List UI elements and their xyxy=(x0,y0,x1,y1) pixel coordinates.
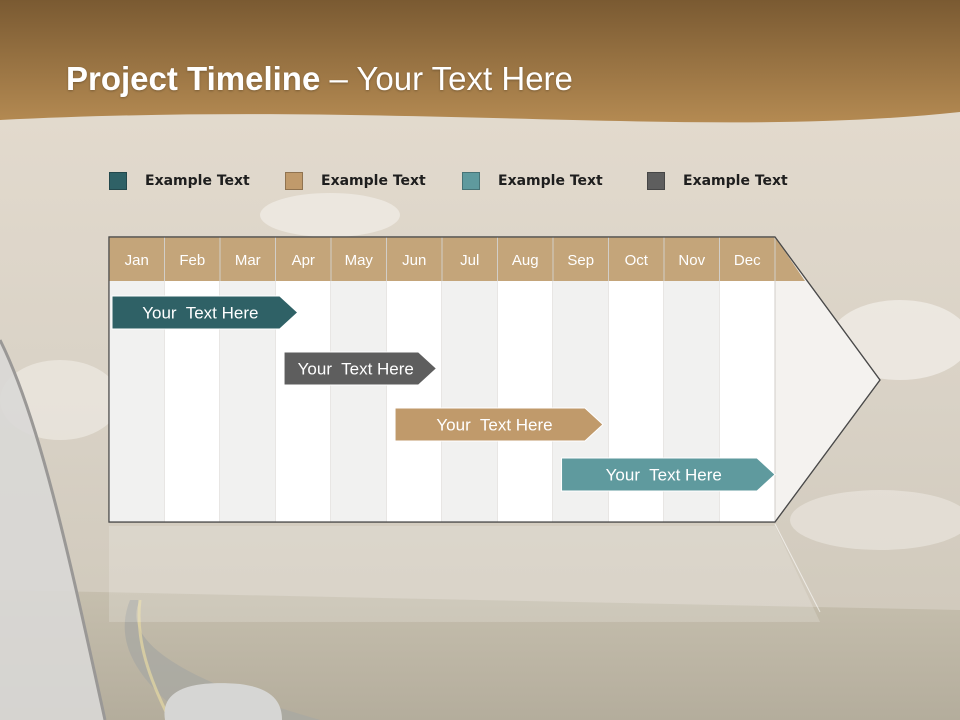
legend-item-4: Example Text xyxy=(647,170,788,192)
task-bar-2 xyxy=(283,351,438,386)
task-bar-label-4: Your Text Here xyxy=(606,466,722,485)
legend-item-2: Example Text xyxy=(285,170,426,192)
legend-label-1: Example Text xyxy=(145,173,250,189)
task-bar-4 xyxy=(561,457,776,492)
timeline-outline xyxy=(108,236,881,523)
legend-label-4: Example Text xyxy=(683,173,788,189)
month-label-may: May xyxy=(345,252,374,269)
task-bar-label-1: Your Text Here xyxy=(142,304,258,323)
task-bar-3 xyxy=(394,407,604,442)
month-label-oct: Oct xyxy=(625,252,649,269)
legend-swatch-1 xyxy=(109,172,127,190)
legend-label-2: Example Text xyxy=(321,173,426,189)
title-bold-part: Project Timeline xyxy=(66,60,321,97)
legend-item-1: Example Text xyxy=(109,170,250,192)
month-column xyxy=(386,281,442,522)
month-label-sep: Sep xyxy=(567,252,594,269)
legend-item-3: Example Text xyxy=(462,170,603,192)
month-label-mar: Mar xyxy=(235,252,261,269)
task-bar-1 xyxy=(111,295,299,330)
month-label-nov: Nov xyxy=(678,252,705,269)
legend-swatch-2 xyxy=(285,172,303,190)
month-column xyxy=(497,281,553,522)
task-bar-label-3: Your Text Here xyxy=(436,416,552,435)
legend-swatch-3 xyxy=(462,172,480,190)
slide-title: Project Timeline – Your Text Here xyxy=(66,60,573,98)
timeline-header xyxy=(109,237,805,281)
task-bar-label-2: Your Text Here xyxy=(298,360,414,379)
legend-label-3: Example Text xyxy=(498,173,603,189)
month-label-aug: Aug xyxy=(512,252,539,269)
month-column xyxy=(442,281,498,522)
month-label-jan: Jan xyxy=(125,252,149,269)
month-label-jul: Jul xyxy=(460,252,479,269)
timeline-reflection xyxy=(109,526,820,622)
month-label-feb: Feb xyxy=(179,252,205,269)
month-column xyxy=(331,281,387,522)
timeline-reflection-edge xyxy=(774,523,821,613)
title-rest-part: – Your Text Here xyxy=(320,60,573,97)
month-label-jun: Jun xyxy=(402,252,426,269)
legend-swatch-4 xyxy=(647,172,665,190)
month-label-apr: Apr xyxy=(292,252,315,269)
month-label-dec: Dec xyxy=(734,252,761,269)
